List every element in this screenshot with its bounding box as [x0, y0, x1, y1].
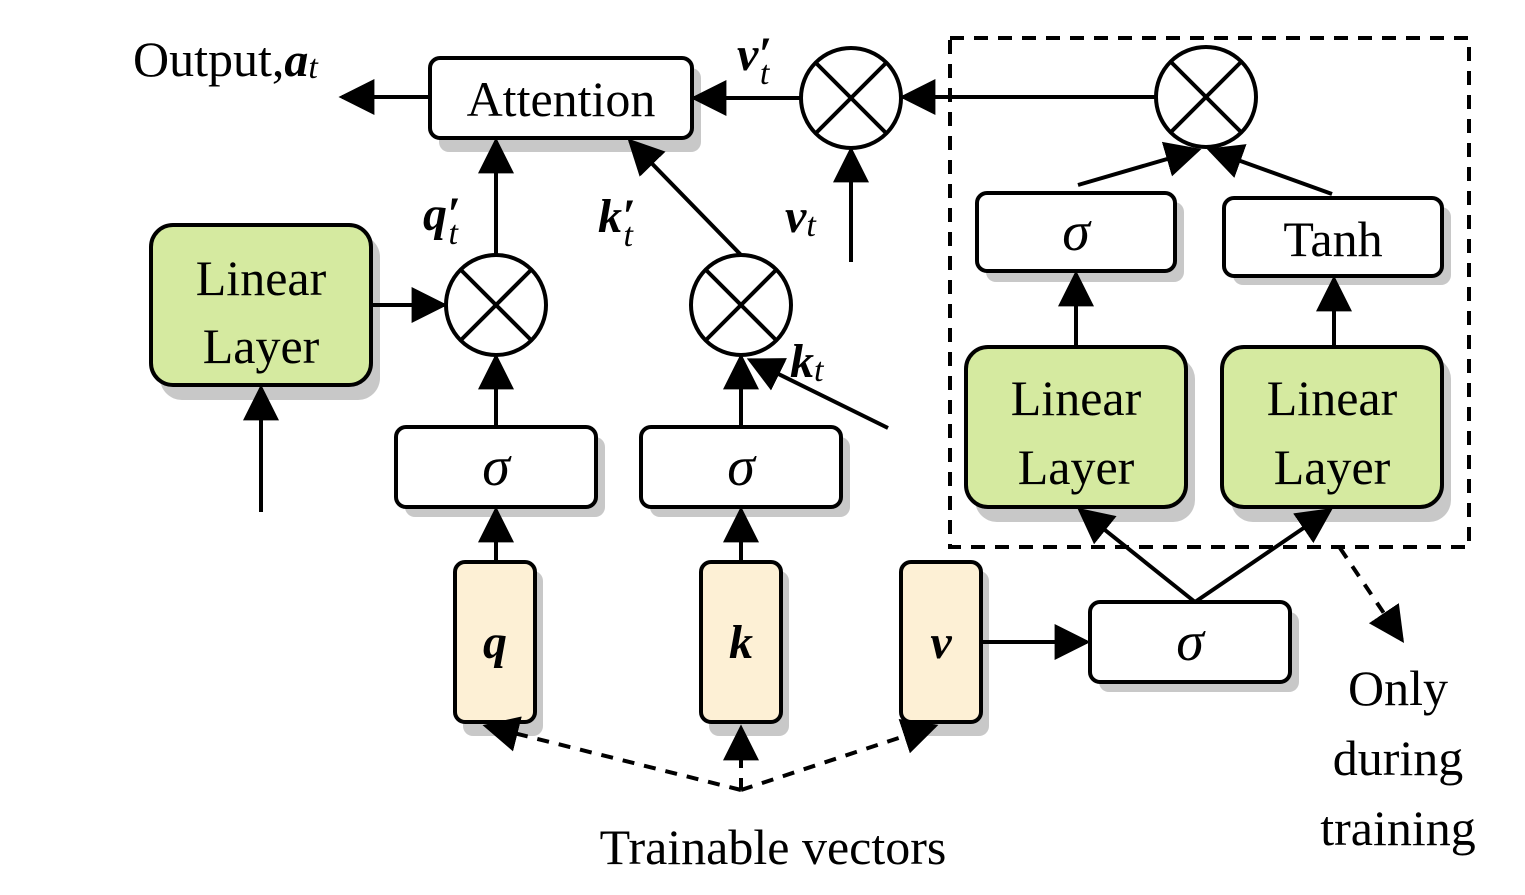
linear-layer-gate-line1: Linear: [1011, 370, 1142, 426]
sigma-gate-label: σ: [1062, 201, 1092, 263]
output-label: Output,at: [133, 31, 319, 87]
arrow-sigmav-lineargate: [1077, 507, 1197, 604]
linear-layer-gate-line2: Layer: [1018, 439, 1135, 495]
linear-layer-left-line2: Layer: [203, 318, 320, 374]
sigma-box-gate: σ: [975, 191, 1184, 282]
attention-label: Attention: [467, 71, 656, 127]
multiply-k-icon: [689, 253, 793, 357]
only-during-training-line2: during: [1333, 730, 1464, 786]
linear-layer-gate: Linear Layer: [964, 345, 1195, 522]
sigma-q-label: σ: [482, 436, 512, 498]
k-t-label: kt: [790, 335, 825, 389]
linear-layer-tanh-line1: Linear: [1267, 370, 1398, 426]
connections: [243, 79, 1352, 660]
tanh-label: Tanh: [1283, 211, 1382, 267]
trainable-vectors-label: Trainable vectors: [600, 819, 947, 875]
q-prime-label: q′t: [423, 188, 461, 252]
dashed-arrow-to-q: [482, 716, 742, 792]
arrow-kprime-attention: [627, 138, 743, 257]
sigma-k-label: σ: [727, 436, 757, 498]
vector-k: k: [699, 560, 789, 736]
sigma-box-q: σ: [394, 425, 605, 517]
vector-v: v: [899, 560, 989, 736]
v-t-label: vt: [785, 190, 817, 244]
arrow-kt-kmultiply: [746, 358, 889, 430]
multiply-q-icon: [444, 253, 548, 357]
sigma-v-label: σ: [1176, 611, 1206, 673]
k-prime-label: k′t: [598, 190, 636, 254]
dashed-connections: [482, 546, 1405, 792]
only-during-training-line3: training: [1320, 800, 1476, 856]
sigma-box-k: σ: [639, 425, 850, 517]
arrow-tanh-multiply: [1206, 144, 1333, 196]
linear-layer-left-line1: Linear: [196, 250, 327, 306]
training-only-region: [948, 36, 1471, 549]
vector-q: q: [453, 560, 543, 736]
linear-layer-tanh: Linear Layer: [1220, 345, 1451, 522]
multiply-gate-icon: [1154, 45, 1258, 149]
linear-layer-tanh-line2: Layer: [1274, 439, 1391, 495]
vector-q-label: q: [483, 616, 507, 669]
sigma-box-v: σ: [1088, 600, 1299, 692]
only-during-training-line1: Only: [1348, 660, 1448, 716]
vector-k-label: k: [729, 616, 753, 669]
dashed-arrow-training-note: [1338, 546, 1405, 643]
vector-v-label: v: [930, 616, 952, 669]
v-prime-label: v′t: [737, 28, 772, 92]
attention-block: Attention: [428, 56, 701, 152]
arrow-sigmagate-multiply: [1077, 141, 1202, 187]
multiply-v-icon: [799, 46, 903, 150]
arrow-sigmav-lineartanh: [1193, 507, 1333, 604]
tanh-box: Tanh: [1222, 196, 1451, 285]
linear-layer-left: Linear Layer: [149, 223, 380, 400]
